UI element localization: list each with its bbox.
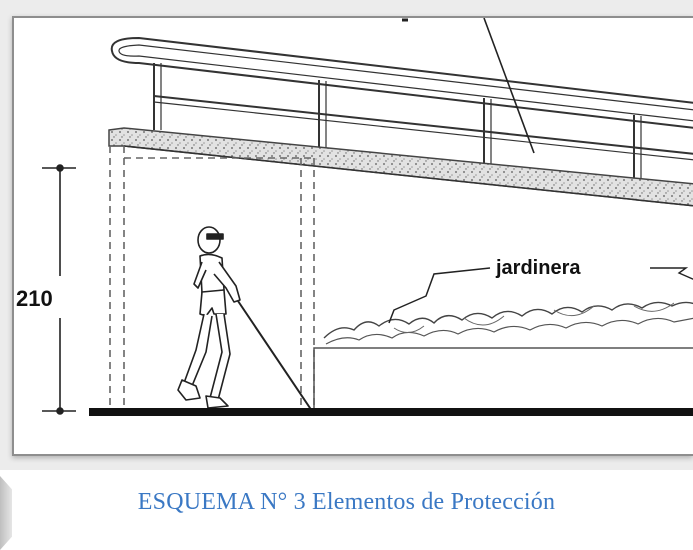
figure-caption: ESQUEMA N° 3 Elementos de Protección bbox=[137, 489, 556, 515]
leader-line-top bbox=[483, 18, 535, 154]
planter-leader bbox=[388, 267, 491, 324]
handrail bbox=[110, 36, 693, 186]
caption-tab-decoration bbox=[0, 476, 12, 550]
caption-band bbox=[0, 476, 693, 550]
ramp-slab bbox=[108, 127, 693, 207]
pedestrian-with-cane-icon bbox=[177, 226, 313, 412]
diagram-svg: 210 jardinera bbox=[16, 18, 693, 416]
planter-leader-right bbox=[650, 267, 693, 280]
planter bbox=[313, 301, 693, 411]
ground-line bbox=[89, 408, 693, 416]
planter-label: jardinera bbox=[495, 257, 581, 279]
elevation-drawing: 210 jardinera bbox=[12, 16, 693, 456]
height-dimension-label: 210 bbox=[16, 286, 53, 311]
dimension-line bbox=[42, 164, 76, 415]
